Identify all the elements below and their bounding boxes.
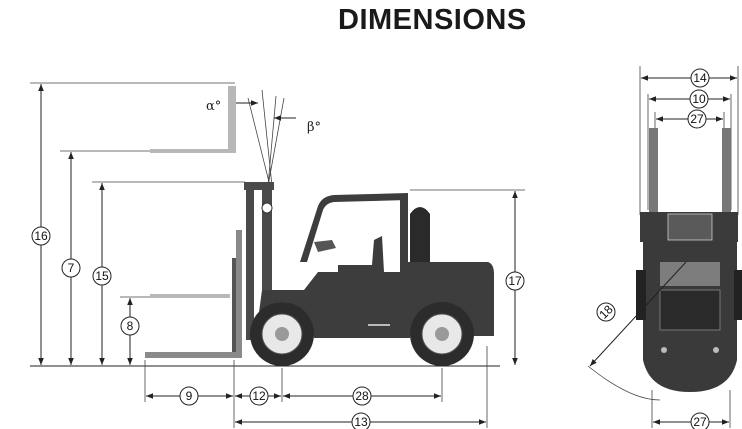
counterweight <box>410 207 430 262</box>
callout-10: 10 <box>689 89 709 109</box>
overhead-guard <box>300 193 408 262</box>
callout-9: 9 <box>179 386 199 406</box>
svg-text:15: 15 <box>95 269 109 283</box>
svg-text:28: 28 <box>355 389 369 403</box>
rv-light-right <box>713 347 719 353</box>
svg-text:7: 7 <box>68 261 75 275</box>
mast-upright-left <box>246 190 254 340</box>
tilt-line-2 <box>247 97 271 187</box>
callout-7: 7 <box>61 258 81 278</box>
svg-text:8: 8 <box>127 319 134 333</box>
callout-18: 18 <box>596 302 616 322</box>
svg-text:16: 16 <box>34 229 48 243</box>
svg-text:17: 17 <box>508 274 522 288</box>
rv-light-left <box>661 347 667 353</box>
callout-15: 15 <box>92 266 112 286</box>
callout-28: 28 <box>352 386 372 406</box>
seat <box>338 236 384 274</box>
callout-13: 13 <box>351 412 371 429</box>
svg-text:18: 18 <box>596 302 616 322</box>
front-wheel-hub <box>275 327 289 341</box>
svg-text:12: 12 <box>252 389 266 403</box>
mid-fork-ghost <box>150 294 230 298</box>
callout-14: 14 <box>690 68 710 88</box>
raised-fork-ghost <box>150 86 236 153</box>
page-title: DIMENSIONS <box>338 4 527 36</box>
rv-wheel-left <box>636 270 646 320</box>
mast-outer <box>244 182 274 190</box>
callout-17: 17 <box>505 271 525 291</box>
mast-upright-right <box>262 190 272 320</box>
rv-fork-left <box>649 128 658 214</box>
rv-seat <box>659 289 721 331</box>
svg-text:27: 27 <box>693 415 707 429</box>
svg-text:13: 13 <box>354 415 368 429</box>
beta-label: β° <box>307 120 321 135</box>
svg-text:9: 9 <box>186 389 193 403</box>
callout-12: 12 <box>249 386 269 406</box>
svg-text:10: 10 <box>692 92 706 106</box>
rv-steering-area <box>660 262 720 286</box>
rv-mast-block <box>667 213 713 241</box>
guard-rear-post <box>400 200 408 272</box>
callout-16: 16 <box>31 226 51 246</box>
tilt-line-3 <box>267 95 277 187</box>
rear-wheel-hub <box>435 327 449 341</box>
truck-body <box>258 262 494 338</box>
rv-wheel-right <box>734 270 742 320</box>
svg-text:14: 14 <box>693 71 707 85</box>
dim-18-line <box>589 261 687 367</box>
tilt-line-4 <box>267 97 285 187</box>
turning-radius-arc <box>587 365 661 401</box>
steering-column <box>314 240 336 252</box>
svg-text:27: 27 <box>690 112 704 126</box>
callout-27-bottom: 27 <box>690 412 710 429</box>
alpha-label: α° <box>206 99 221 114</box>
rv-fork-right <box>722 128 731 214</box>
callout-27-top: 27 <box>687 109 707 129</box>
mast-pulley <box>261 202 273 214</box>
tilt-line-1 <box>261 89 273 187</box>
callout-8: 8 <box>120 316 140 336</box>
